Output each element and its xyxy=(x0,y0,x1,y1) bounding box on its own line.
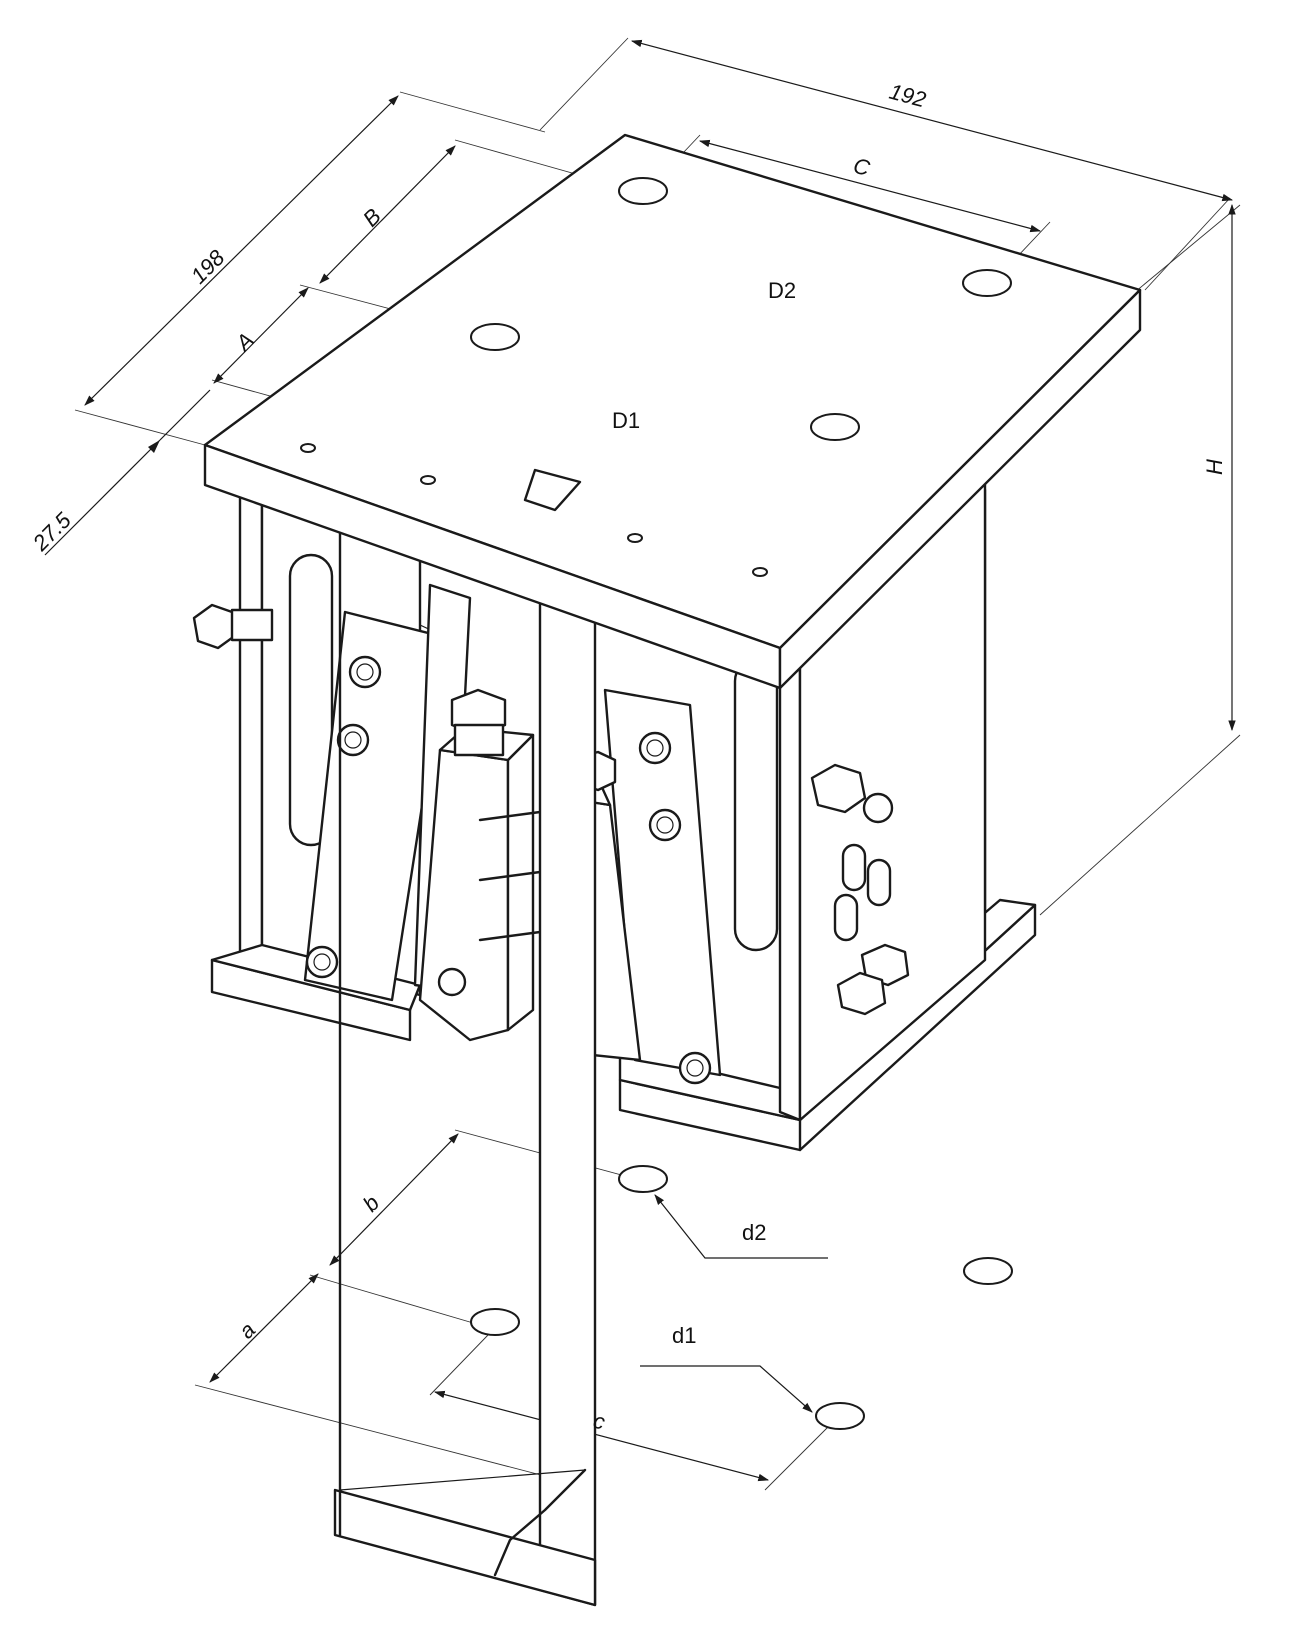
hole-D2 xyxy=(618,177,668,205)
dim-H-label: H xyxy=(1202,459,1227,475)
right-roller xyxy=(733,658,779,952)
springs xyxy=(478,810,542,942)
callout-D1: D1 xyxy=(612,408,640,433)
left-adjust-bolt xyxy=(450,688,507,737)
dim-a-label: a xyxy=(234,1317,260,1343)
dim-192-label: 192 xyxy=(887,79,929,113)
dim-27-5-label: 27.5 xyxy=(27,507,76,556)
left-roller xyxy=(288,553,334,847)
bottom-hole-pattern xyxy=(470,1165,1013,1430)
top-plate xyxy=(203,133,1142,690)
hole-d2 xyxy=(618,1165,668,1193)
side-bolts xyxy=(192,603,910,1016)
hole-d1 xyxy=(815,1402,865,1430)
dim-C-label: C xyxy=(851,153,873,181)
callout-d1: d1 xyxy=(672,1323,696,1348)
dim-A-label: A xyxy=(229,327,258,356)
dim-b-label: b xyxy=(358,1190,384,1216)
dim-198-label: 198 xyxy=(186,244,230,288)
dimension-lines xyxy=(44,37,1241,1491)
callout-labels: D2 D1 d2 d1 xyxy=(612,278,796,1348)
hole-D1 xyxy=(470,323,520,351)
callout-D2: D2 xyxy=(768,278,796,303)
lever-bolts xyxy=(305,655,712,1085)
dim-B-label: B xyxy=(358,203,386,231)
callout-d2: d2 xyxy=(742,1220,766,1245)
